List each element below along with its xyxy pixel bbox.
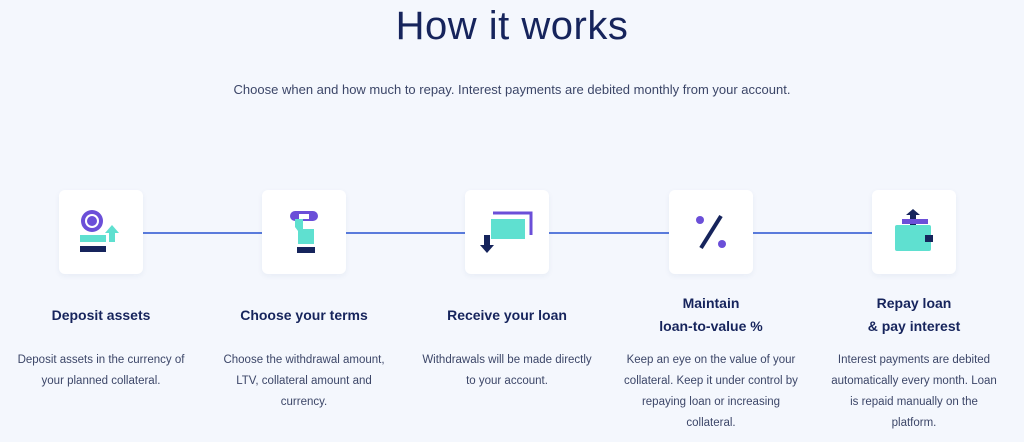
step-repay-loan: Repay loan & pay interest Interest payme…	[819, 190, 1009, 429]
step-4-description: Keep an eye on the value of your collate…	[624, 354, 798, 429]
step-5-title: Repay loan & pay interest	[867, 295, 961, 334]
step-1-description: Deposit assets in the currency of your p…	[17, 354, 185, 387]
step-4-icon-box	[669, 190, 753, 274]
step-choose-terms: Choose your terms Choose the withdrawal …	[209, 190, 399, 408]
step-deposit-assets: Deposit assets Deposit assets in the cur…	[6, 190, 196, 387]
step-maintain-ltv: Maintain loan-to-value % Keep an eye on …	[616, 190, 806, 429]
step-5-description: Interest payments are debited automatica…	[831, 354, 997, 429]
page-title: How it works	[395, 4, 629, 48]
step-2-icon-box	[262, 190, 346, 274]
step-3-title: Receive your loan	[447, 306, 567, 323]
step-3-description: Withdrawals will be made directly to you…	[422, 354, 592, 387]
receive-cards-icon	[480, 211, 533, 253]
step-1-icon-box	[59, 190, 143, 274]
step-1-title: Deposit assets	[51, 306, 151, 323]
step-2-description: Choose the withdrawal amount, LTV, colla…	[223, 354, 385, 408]
step-receive-loan: Receive your loan Withdrawals will be ma…	[412, 190, 602, 387]
step-3-icon-box	[465, 190, 549, 274]
hand-terms-icon	[290, 211, 318, 253]
deposit-coin-icon	[80, 210, 119, 252]
step-5-icon-box	[872, 190, 956, 274]
percent-icon	[696, 214, 726, 250]
step-4-title: Maintain loan-to-value %	[659, 295, 763, 334]
wallet-upload-icon	[895, 209, 933, 251]
page-subtitle: Choose when and how much to repay. Inter…	[233, 82, 791, 97]
step-2-title: Choose your terms	[240, 306, 368, 323]
